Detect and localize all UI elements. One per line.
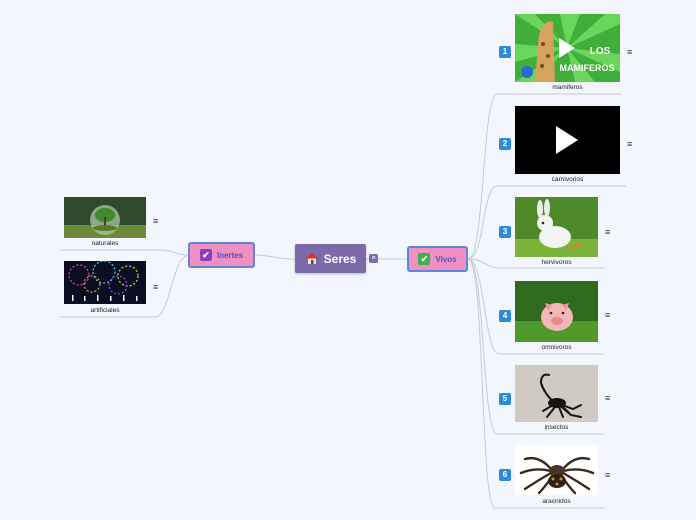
inertes-label: Inertes (216, 250, 244, 260)
number-badge-4: 4 (499, 310, 511, 322)
carnivorios-caption: carnivorios (551, 176, 584, 183)
link-vivos-4 (467, 258, 604, 355)
video-title-line1: LOS (590, 46, 611, 57)
piglet-image[interactable] (515, 281, 598, 342)
number-badge-3: 3 (499, 226, 511, 238)
number-badge-2: 2 (499, 138, 511, 150)
insectos-menu-icon[interactable]: ≡ (605, 393, 611, 403)
omnivoros-menu-icon[interactable]: ≡ (605, 310, 611, 320)
fireworks-image[interactable] (64, 261, 146, 304)
link-inertes-naturales (60, 249, 189, 256)
tarantula-image[interactable] (515, 445, 598, 495)
vivos-label: Vivos (435, 254, 457, 264)
mamiferos-menu-icon[interactable]: ≡ (627, 47, 633, 57)
notes-icon[interactable]: ≡ (369, 254, 378, 263)
number-badge-6: 6 (499, 469, 511, 481)
naturales-menu-icon[interactable]: ≡ (153, 216, 159, 226)
scorpion-image[interactable] (515, 365, 598, 422)
carnivorios-menu-icon[interactable]: ≡ (627, 139, 633, 149)
video-title-line2: MAMIFEROS (560, 63, 615, 73)
glass-sphere-tree-image[interactable] (64, 197, 146, 238)
omnivoros-caption: omnivoros (541, 344, 572, 351)
los-mamiferos-video[interactable]: LOS MAMIFEROS (515, 14, 620, 82)
artificiales-caption: artificiales (90, 307, 120, 314)
link-vivos-3 (467, 258, 604, 269)
mamiferos-caption: mamiferos (552, 84, 583, 91)
number-badge-1: 1 (499, 46, 511, 58)
link-vivos-5 (467, 258, 604, 435)
link-vivos-2 (467, 185, 626, 260)
main-topic-inertes[interactable]: ✔ Inertes (188, 242, 255, 268)
hervivoros-caption: hervivoros (541, 259, 572, 266)
link-inertes-artificiales (60, 254, 189, 318)
play-icon (556, 126, 578, 154)
video-player[interactable] (515, 106, 620, 174)
main-topic-vivos[interactable]: ✔ Vivos (407, 246, 468, 272)
aracnidos-caption: aracnidos (542, 498, 571, 505)
insectos-caption: insectos (544, 424, 569, 431)
green-check-icon: ✔ (418, 253, 431, 265)
aracnidos-menu-icon[interactable]: ≡ (605, 470, 611, 480)
link-vivos-6 (467, 258, 604, 509)
hervivoros-menu-icon[interactable]: ≡ (605, 227, 611, 237)
link-vivos-1 (467, 93, 622, 260)
central-topic-label: Seres (323, 251, 357, 266)
purple-check-icon: ✔ (199, 249, 212, 261)
link-central-inertes (254, 254, 296, 260)
number-badge-5: 5 (499, 393, 511, 405)
house-icon (305, 252, 319, 264)
rabbit-image[interactable] (515, 197, 598, 257)
artificiales-menu-icon[interactable]: ≡ (153, 282, 159, 292)
naturales-caption: naturales (91, 240, 119, 247)
central-topic-seres[interactable]: Seres (295, 244, 366, 273)
